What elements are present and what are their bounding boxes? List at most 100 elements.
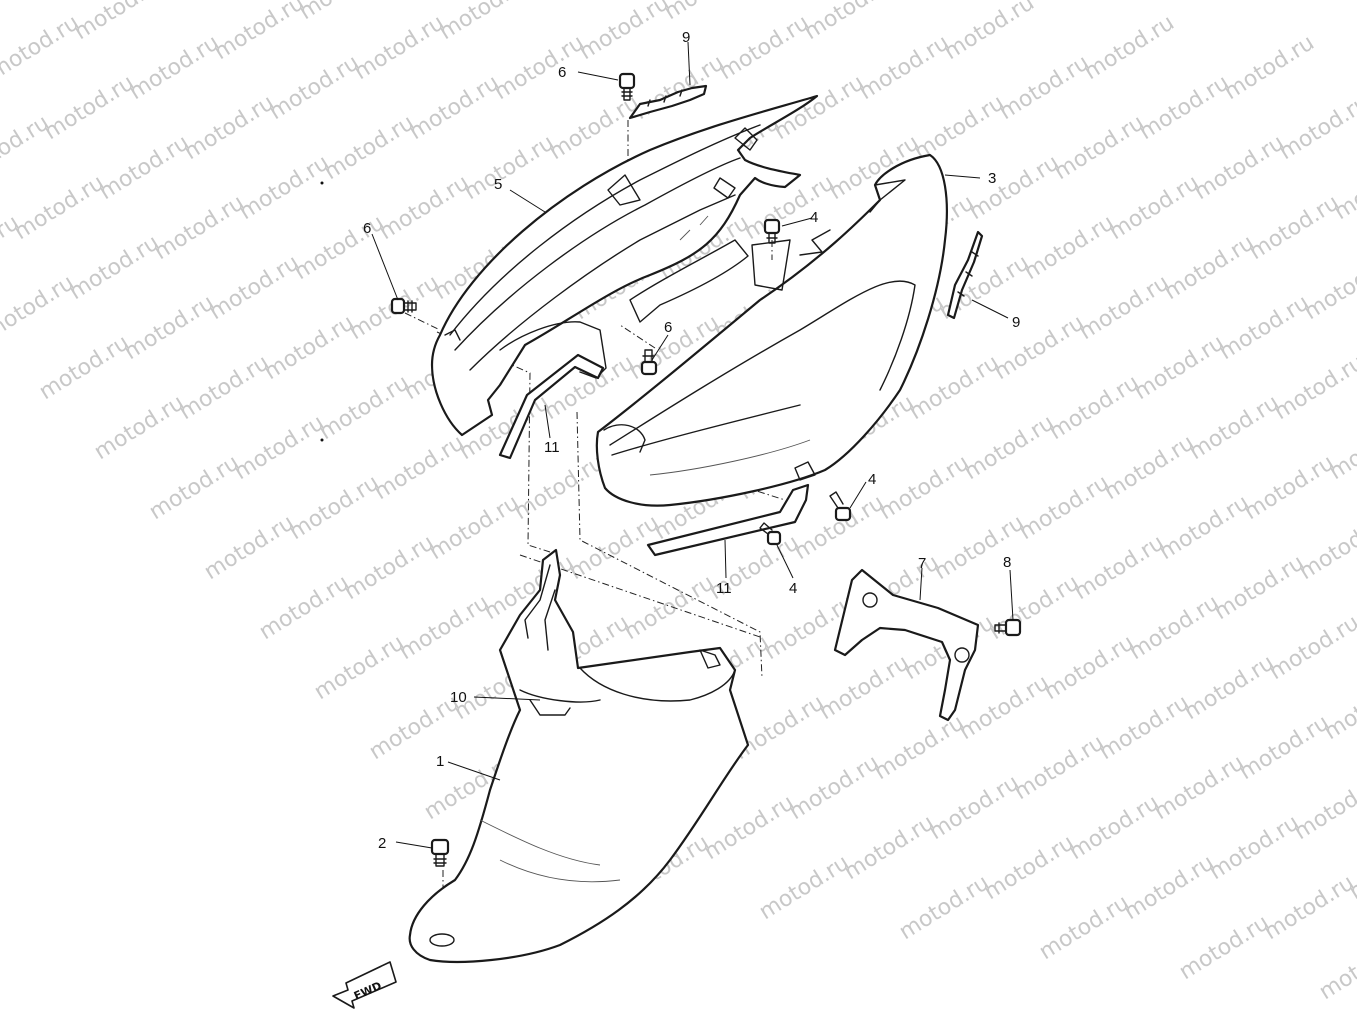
watermark-text: motod.ru xyxy=(1190,130,1289,205)
watermark-text: motod.ru xyxy=(1220,30,1319,105)
watermark-text: motod.ru xyxy=(435,0,534,45)
watermark-text: motod.ru xyxy=(730,690,829,765)
watermark-text: motod.ru xyxy=(1160,230,1259,305)
watermark-text: motod.ru xyxy=(755,850,854,925)
watermark-text: motod.ru xyxy=(965,150,1064,225)
watermark-text: motod.ru xyxy=(150,190,249,265)
watermark-text: motod.ru xyxy=(65,230,164,305)
watermark-text: motod.ru xyxy=(660,0,759,25)
watermark-text: motod.ru xyxy=(425,490,524,565)
watermark-text: motod.ru xyxy=(855,30,954,105)
watermark-text: motod.ru xyxy=(700,790,799,865)
callout-6-left: 6 xyxy=(363,220,371,237)
watermark-text: motod.ru xyxy=(1075,270,1174,345)
watermark-text: motod.ru xyxy=(155,0,254,5)
callout-4-top: 4 xyxy=(810,209,818,226)
watermark-text: motod.ru xyxy=(40,70,139,145)
watermark-text: motod.ru xyxy=(1020,210,1119,285)
watermark-text: motod.ru xyxy=(925,770,1024,845)
watermark-text: motod.ru xyxy=(320,110,419,185)
watermark-text: motod.ru xyxy=(1125,590,1224,665)
watermark-text: motod.ru xyxy=(1095,690,1194,765)
callout-9-right: 9 xyxy=(1012,314,1020,331)
watermark-text: motod.ru xyxy=(1215,290,1314,365)
watermark-text: motod.ru xyxy=(910,90,1009,165)
watermark-text: motod.ru xyxy=(340,530,439,605)
watermark-text: motod.ru xyxy=(1315,930,1357,1005)
callout-10: 10 xyxy=(450,689,467,706)
watermark-text: motod.ru xyxy=(180,90,279,165)
callout-1: 1 xyxy=(436,753,444,770)
callout-6-mid: 6 xyxy=(664,319,672,336)
watermark-text: motod.ru xyxy=(1130,330,1229,405)
watermark-text: motod.ru xyxy=(375,170,474,245)
watermark-text: motod.ru xyxy=(995,50,1094,125)
watermark-text: motod.ru xyxy=(290,210,389,285)
part-11-right-trim xyxy=(646,483,810,557)
watermark-text: motod.ru xyxy=(1240,450,1339,525)
watermark-text: motod.ru xyxy=(1275,90,1357,165)
watermark-text: motod.ru xyxy=(905,350,1004,425)
watermark-text: motod.ru xyxy=(955,670,1054,745)
watermark-text: motod.ru xyxy=(90,390,189,465)
watermark-text: motod.ru xyxy=(1035,890,1134,965)
watermark-text: motod.ru xyxy=(875,450,974,525)
watermark-text: motod.ru xyxy=(1040,630,1139,705)
watermark-text: motod.ru xyxy=(235,150,334,225)
watermark-text: motod.ru xyxy=(460,130,559,205)
watermark-text: motod.ru xyxy=(960,410,1059,485)
watermark-text: motod.ru xyxy=(370,430,469,505)
watermark-text: motod.ru xyxy=(940,0,1039,65)
watermark-text: motod.ru xyxy=(1265,610,1357,685)
watermark-text: motod.ru xyxy=(1270,350,1357,425)
watermark-text: motod.ru xyxy=(70,0,169,45)
watermark-text: motod.ru xyxy=(1050,110,1149,185)
watermark-text: motod.ru xyxy=(1135,70,1234,145)
watermark-text: motod.ru xyxy=(930,510,1029,585)
callout-4-lower: 4 xyxy=(789,580,797,597)
callout-labels: 9 6 5 3 4 6 9 6 11 4 11 4 7 8 10 1 2 xyxy=(363,29,1020,852)
watermark-text: motod.ru xyxy=(365,690,464,765)
watermark-text: motod.ru xyxy=(1150,750,1249,825)
watermark-text: motod.ru xyxy=(545,90,644,165)
part-11-left-trim xyxy=(498,353,605,460)
watermark-text: motod.ru xyxy=(1045,370,1144,445)
watermark-text: motod.ru xyxy=(120,290,219,365)
callout-6-top: 6 xyxy=(558,64,566,81)
callout-5: 5 xyxy=(494,176,502,193)
callout-11-right: 11 xyxy=(716,580,732,597)
part-7-bracket xyxy=(833,568,980,722)
watermark-text: motod.ru xyxy=(255,570,354,645)
part-9-top-clip xyxy=(628,84,708,120)
part-1-lower-cover xyxy=(408,548,750,963)
watermark-text: motod.ru xyxy=(205,250,304,325)
watermark-text: motod.ru xyxy=(35,330,134,405)
watermark-text: motod.ru xyxy=(715,10,814,85)
part-5-left-side-cover xyxy=(430,94,819,437)
watermark-text: motod.ru xyxy=(1155,490,1254,565)
watermark-text: motod.ru xyxy=(520,0,619,5)
bolt-6-left xyxy=(390,297,417,315)
watermark-text: motod.ru xyxy=(490,30,589,105)
watermark-text: motod.ru xyxy=(1015,470,1114,545)
watermark-text: motod.ru xyxy=(0,110,54,185)
watermark-text: motod.ru xyxy=(510,450,609,525)
watermark-text: motod.ru xyxy=(0,0,29,25)
watermark-text: motod.ru xyxy=(1260,870,1357,945)
watermark-text: motod.ru xyxy=(310,630,409,705)
watermark-text: motod.ru xyxy=(620,570,719,645)
watermark-text: motod.ru xyxy=(1210,550,1309,625)
callout-9-top: 9 xyxy=(682,29,690,46)
watermark-text: motod.ru xyxy=(840,810,939,885)
watermark-text: motod.ru xyxy=(260,310,359,385)
watermark-text: motod.ru xyxy=(1205,810,1304,885)
watermark-text: motod.ru xyxy=(990,310,1089,385)
watermark-text: motod.ru xyxy=(575,0,674,65)
watermark-text: motod.ru xyxy=(315,370,414,445)
watermark-text: motod.ru xyxy=(1235,710,1334,785)
callout-3: 3 xyxy=(988,170,996,187)
callout-4-right: 4 xyxy=(868,471,876,488)
callout-11-left: 11 xyxy=(544,439,560,456)
watermark-text: motod.ru xyxy=(210,0,309,65)
